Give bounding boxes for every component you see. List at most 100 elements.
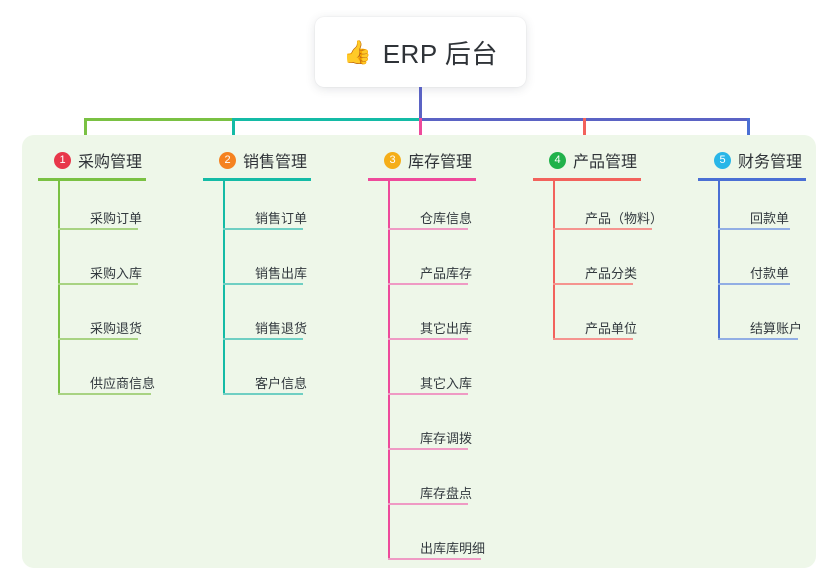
module-column-5: 5 财务管理回款单付款单结算账户	[698, 148, 806, 346]
module-item-label: 采购订单	[90, 211, 143, 226]
module-item-label: 其它入库	[420, 376, 473, 391]
module-item-rule	[388, 338, 468, 340]
module-item-label: 客户信息	[255, 376, 308, 391]
column-stub-2	[232, 118, 235, 146]
module-column-1: 1 采购管理采购订单采购入库采购退货供应商信息	[38, 148, 155, 401]
module-item-label: 付款单	[750, 266, 790, 281]
module-item-rule	[58, 283, 138, 285]
module-item-label: 供应商信息	[90, 376, 156, 391]
module-item-label: 销售退货	[255, 321, 308, 336]
module-item-label: 库存盘点	[420, 486, 473, 501]
module-spine	[388, 181, 390, 560]
root-node-card[interactable]: 👍 ERP 后台	[315, 17, 526, 87]
module-item-label: 库存调拨	[420, 431, 473, 446]
module-item-label: 产品单位	[585, 321, 638, 336]
module-header-5[interactable]: 5 财务管理	[698, 148, 806, 172]
module-spine	[553, 181, 555, 340]
module-title-rule	[533, 178, 641, 181]
module-item[interactable]: 库存调拨	[388, 401, 476, 456]
module-item[interactable]: 产品库存	[388, 236, 476, 291]
module-item[interactable]: 回款单	[718, 181, 806, 236]
module-item-label: 出库库明细	[420, 541, 486, 556]
module-title-rule	[203, 178, 311, 181]
module-item[interactable]: 仓库信息	[388, 181, 476, 236]
module-item-rule	[718, 338, 798, 340]
module-items: 仓库信息产品库存其它出库其它入库库存调拨库存盘点出库库明细	[368, 181, 485, 566]
module-item[interactable]: 销售退货	[223, 291, 311, 346]
module-title: 采购管理	[78, 154, 143, 171]
module-title: 财务管理	[738, 154, 803, 171]
module-item-rule	[223, 283, 303, 285]
module-item-label: 采购入库	[90, 266, 143, 281]
module-item-label: 采购退货	[90, 321, 143, 336]
module-column-4: 4 产品管理产品（物料） 产品分类产品单位	[533, 148, 663, 346]
module-title: 产品管理	[573, 154, 638, 171]
module-title-rule	[368, 178, 476, 181]
module-item-rule	[223, 393, 303, 395]
module-item[interactable]: 结算账户	[718, 291, 806, 346]
modules-panel	[22, 135, 816, 568]
module-item-rule	[718, 228, 790, 230]
module-title-rule	[38, 178, 146, 181]
module-item[interactable]: 其它出库	[388, 291, 476, 346]
module-item[interactable]: 产品分类	[553, 236, 641, 291]
thumbs-up-icon: 👍	[343, 38, 372, 65]
module-item-rule	[223, 228, 303, 230]
module-number-badge: 2	[219, 151, 236, 169]
module-title-rule	[698, 178, 806, 181]
module-item-rule	[388, 503, 468, 505]
module-item[interactable]: 客户信息	[223, 346, 311, 401]
module-number-badge: 1	[54, 151, 71, 169]
module-item-rule	[553, 228, 652, 230]
column-stub-3	[419, 118, 422, 146]
module-number-badge: 5	[714, 151, 731, 169]
module-items: 采购订单采购入库采购退货供应商信息	[38, 181, 155, 401]
module-item[interactable]: 销售订单	[223, 181, 311, 236]
module-item-label: 仓库信息	[420, 211, 473, 226]
module-item-rule	[58, 393, 151, 395]
module-item[interactable]: 产品（物料）	[553, 181, 663, 236]
module-items: 销售订单销售出库销售退货客户信息	[203, 181, 311, 401]
module-item-label: 产品库存	[420, 266, 473, 281]
module-number-badge: 3	[384, 151, 401, 169]
module-header-1[interactable]: 1 采购管理	[38, 148, 146, 172]
module-item[interactable]: 其它入库	[388, 346, 476, 401]
module-item[interactable]: 供应商信息	[58, 346, 155, 401]
module-item[interactable]: 付款单	[718, 236, 806, 291]
root-stem-connector	[419, 87, 422, 120]
module-title: 库存管理	[408, 154, 473, 171]
module-item-rule	[58, 228, 138, 230]
module-column-3: 3 库存管理仓库信息产品库存其它出库其它入库库存调拨库存盘点出库库明细	[368, 148, 485, 566]
module-item-rule	[718, 283, 790, 285]
module-item-rule	[388, 283, 468, 285]
module-item[interactable]: 产品单位	[553, 291, 641, 346]
module-item-label: 产品（物料）	[585, 211, 664, 226]
column-stub-5	[747, 118, 750, 146]
module-item-label: 回款单	[750, 211, 790, 226]
module-number-badge: 4	[549, 151, 566, 169]
module-item-label: 结算账户	[750, 321, 803, 336]
module-items: 产品（物料） 产品分类产品单位	[533, 181, 663, 346]
module-item[interactable]: 采购订单	[58, 181, 146, 236]
module-spine	[223, 181, 225, 395]
module-item[interactable]: 采购退货	[58, 291, 146, 346]
module-item-label: 销售出库	[255, 266, 308, 281]
module-item[interactable]: 采购入库	[58, 236, 146, 291]
module-header-3[interactable]: 3 库存管理	[368, 148, 476, 172]
module-spine	[58, 181, 60, 395]
module-item-rule	[388, 228, 468, 230]
module-item-rule	[388, 448, 468, 450]
module-item-rule	[553, 283, 633, 285]
module-item[interactable]: 库存盘点	[388, 456, 476, 511]
module-item-rule	[223, 338, 303, 340]
module-item[interactable]: 销售出库	[223, 236, 311, 291]
module-item-rule	[58, 338, 138, 340]
module-item[interactable]: 出库库明细	[388, 511, 485, 566]
module-item-rule	[388, 393, 468, 395]
connector-bar-green	[84, 118, 233, 121]
module-item-rule	[388, 558, 481, 560]
module-header-4[interactable]: 4 产品管理	[533, 148, 641, 172]
